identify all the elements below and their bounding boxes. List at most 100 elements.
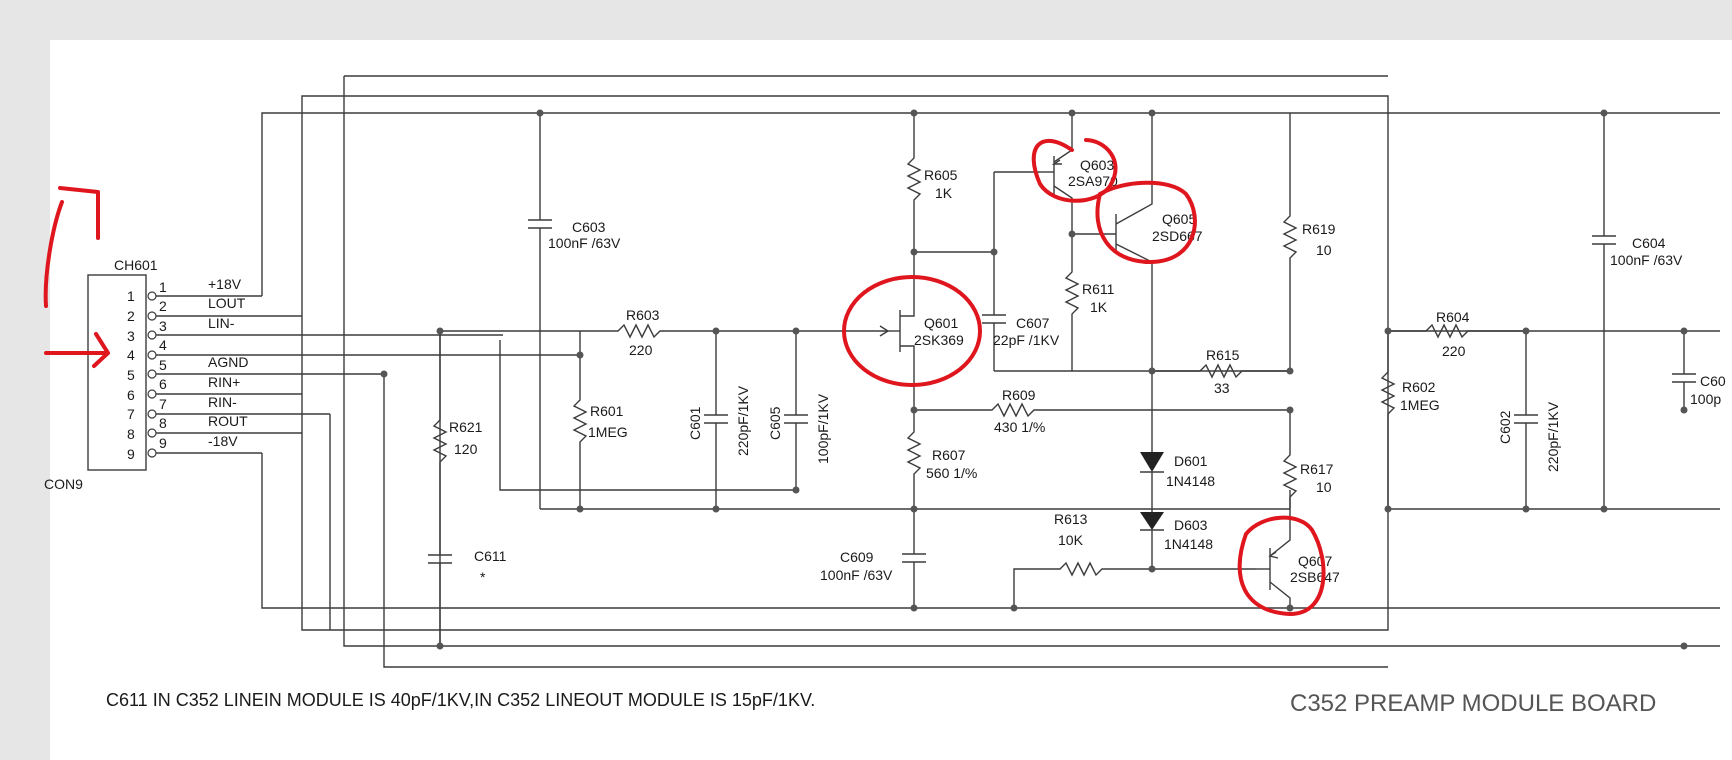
svg-text:R605: R605 [924, 167, 958, 183]
circle-q601-annotation [842, 275, 982, 387]
svg-text:C602: C602 [1497, 410, 1513, 444]
arrow-up-annotation [58, 186, 100, 240]
svg-text:6: 6 [159, 376, 167, 392]
svg-text:+18V: +18V [208, 276, 242, 292]
svg-text:100nF /63V: 100nF /63V [1610, 252, 1683, 268]
svg-text:1N4148: 1N4148 [1166, 473, 1215, 489]
svg-text:R621: R621 [449, 419, 483, 435]
pin-row: 4 4 [127, 337, 580, 363]
svg-text:Q603: Q603 [1080, 157, 1114, 173]
red-annotations [43, 138, 1326, 616]
schematic-viewer: CH601 CON9 1 1 +18V 2 2 LOUT 3 [43, 40, 1732, 760]
junction-dots [380, 109, 1688, 650]
svg-text:100pF/1KV: 100pF/1KV [815, 393, 831, 464]
svg-text:C603: C603 [572, 219, 606, 235]
svg-text:D601: D601 [1174, 453, 1208, 469]
svg-text:C607: C607 [1016, 315, 1050, 331]
svg-text:Q607: Q607 [1298, 553, 1332, 569]
svg-text:8: 8 [159, 415, 167, 431]
svg-text:R613: R613 [1054, 511, 1088, 527]
svg-text:100nF /63V: 100nF /63V [548, 235, 621, 251]
svg-text:R617: R617 [1300, 461, 1334, 477]
svg-text:C601: C601 [687, 406, 703, 440]
schematic-title: C352 PREAMP MODULE BOARD [1290, 690, 1656, 717]
input-stage: R621 120 C611 * C603 100nF /63V R603 220… [428, 113, 886, 646]
svg-text:RIN+: RIN+ [208, 374, 240, 390]
svg-text:1MEG: 1MEG [1400, 397, 1440, 413]
svg-text:10: 10 [1316, 479, 1332, 495]
svg-text:220: 220 [629, 342, 653, 358]
svg-text:4: 4 [127, 347, 135, 363]
svg-text:R607: R607 [932, 447, 966, 463]
svg-text:1K: 1K [1090, 299, 1108, 315]
svg-text:4: 4 [159, 337, 167, 353]
pin-row: 2 2 LOUT [127, 295, 302, 324]
svg-text:2SK369: 2SK369 [914, 332, 964, 348]
svg-text:*: * [480, 569, 486, 585]
svg-text:C611: C611 [474, 548, 507, 564]
svg-text:10: 10 [1316, 242, 1332, 258]
svg-text:2: 2 [159, 298, 167, 314]
svg-text:R602: R602 [1402, 379, 1436, 395]
svg-text:8: 8 [127, 426, 135, 442]
svg-text:33: 33 [1214, 380, 1230, 396]
right-channel: R602 1MEG R604 220 C602 220pF/1KV C604 1… [1380, 113, 1726, 509]
svg-text:100nF /63V: 100nF /63V [820, 567, 893, 583]
svg-text:1MEG: 1MEG [588, 424, 628, 440]
svg-text:Q605: Q605 [1162, 211, 1196, 227]
svg-text:7: 7 [159, 396, 167, 412]
svg-text:220: 220 [1442, 343, 1466, 359]
connector-ref: CH601 [114, 257, 158, 273]
svg-text:6: 6 [127, 387, 135, 403]
pin-row: 8 8 ROUT [127, 413, 302, 442]
svg-text:RIN-: RIN- [208, 394, 237, 410]
connector-pins: 1 1 +18V 2 2 LOUT 3 3 LIN- 4 [127, 276, 580, 462]
svg-text:430 1/%: 430 1/% [994, 419, 1045, 435]
svg-text:220pF/1KV: 220pF/1KV [735, 385, 751, 456]
svg-text:1: 1 [127, 288, 135, 304]
svg-text:1N4148: 1N4148 [1164, 536, 1213, 552]
circle-q603-annotation [1031, 138, 1118, 203]
svg-text:5: 5 [159, 357, 167, 373]
svg-text:D603: D603 [1174, 517, 1208, 533]
svg-text:R609: R609 [1002, 387, 1036, 403]
pin-row: 6 6 RIN+ [127, 374, 302, 403]
connector-ch601: CH601 CON9 [44, 257, 158, 492]
arrow-curve-annotation [43, 200, 64, 308]
svg-text:3: 3 [159, 318, 167, 334]
svg-text:2SB647: 2SB647 [1290, 569, 1340, 585]
svg-text:C604: C604 [1632, 235, 1666, 251]
svg-text:C60: C60 [1700, 373, 1726, 389]
arrow-right-annotation [44, 332, 110, 368]
svg-text:22pF /1KV: 22pF /1KV [993, 332, 1060, 348]
svg-text:9: 9 [127, 446, 135, 462]
svg-text:AGND: AGND [208, 354, 248, 370]
svg-text:2: 2 [127, 308, 135, 324]
svg-text:R601: R601 [590, 403, 624, 419]
pin-row: 9 9 -18V [127, 433, 262, 462]
svg-text:2SA970: 2SA970 [1068, 173, 1118, 189]
svg-text:220pF/1KV: 220pF/1KV [1545, 401, 1561, 472]
schematic-svg: CH601 CON9 1 1 +18V 2 2 LOUT 3 [43, 75, 1726, 717]
pin-row: 5 5 AGND [127, 354, 384, 383]
svg-text:10K: 10K [1058, 532, 1084, 548]
schematic-paper [50, 40, 1732, 760]
svg-text:R619: R619 [1302, 221, 1336, 237]
q601-stage: R605 1K Q601 2SK369 R607 560 1/% C609 10… [820, 113, 1290, 608]
svg-text:R615: R615 [1206, 347, 1240, 363]
svg-text:R603: R603 [626, 307, 660, 323]
circle-q605-annotation [1095, 180, 1197, 264]
svg-text:C605: C605 [767, 406, 783, 440]
svg-text:100p: 100p [1690, 391, 1721, 407]
vas-stage: Q603 2SA970 Q605 2SD667 R611 1K R615 33 … [994, 113, 1340, 608]
svg-text:1K: 1K [935, 185, 953, 201]
svg-text:3: 3 [127, 328, 135, 344]
svg-text:5: 5 [127, 367, 135, 383]
svg-text:R604: R604 [1436, 309, 1470, 325]
pin-row: 3 3 LIN- [127, 315, 503, 344]
svg-text:-18V: -18V [208, 433, 238, 449]
circle-q607-annotation [1237, 515, 1326, 616]
pin-row: 1 1 +18V [127, 276, 262, 304]
svg-text:R611: R611 [1082, 281, 1115, 297]
connector-type: CON9 [44, 476, 83, 492]
